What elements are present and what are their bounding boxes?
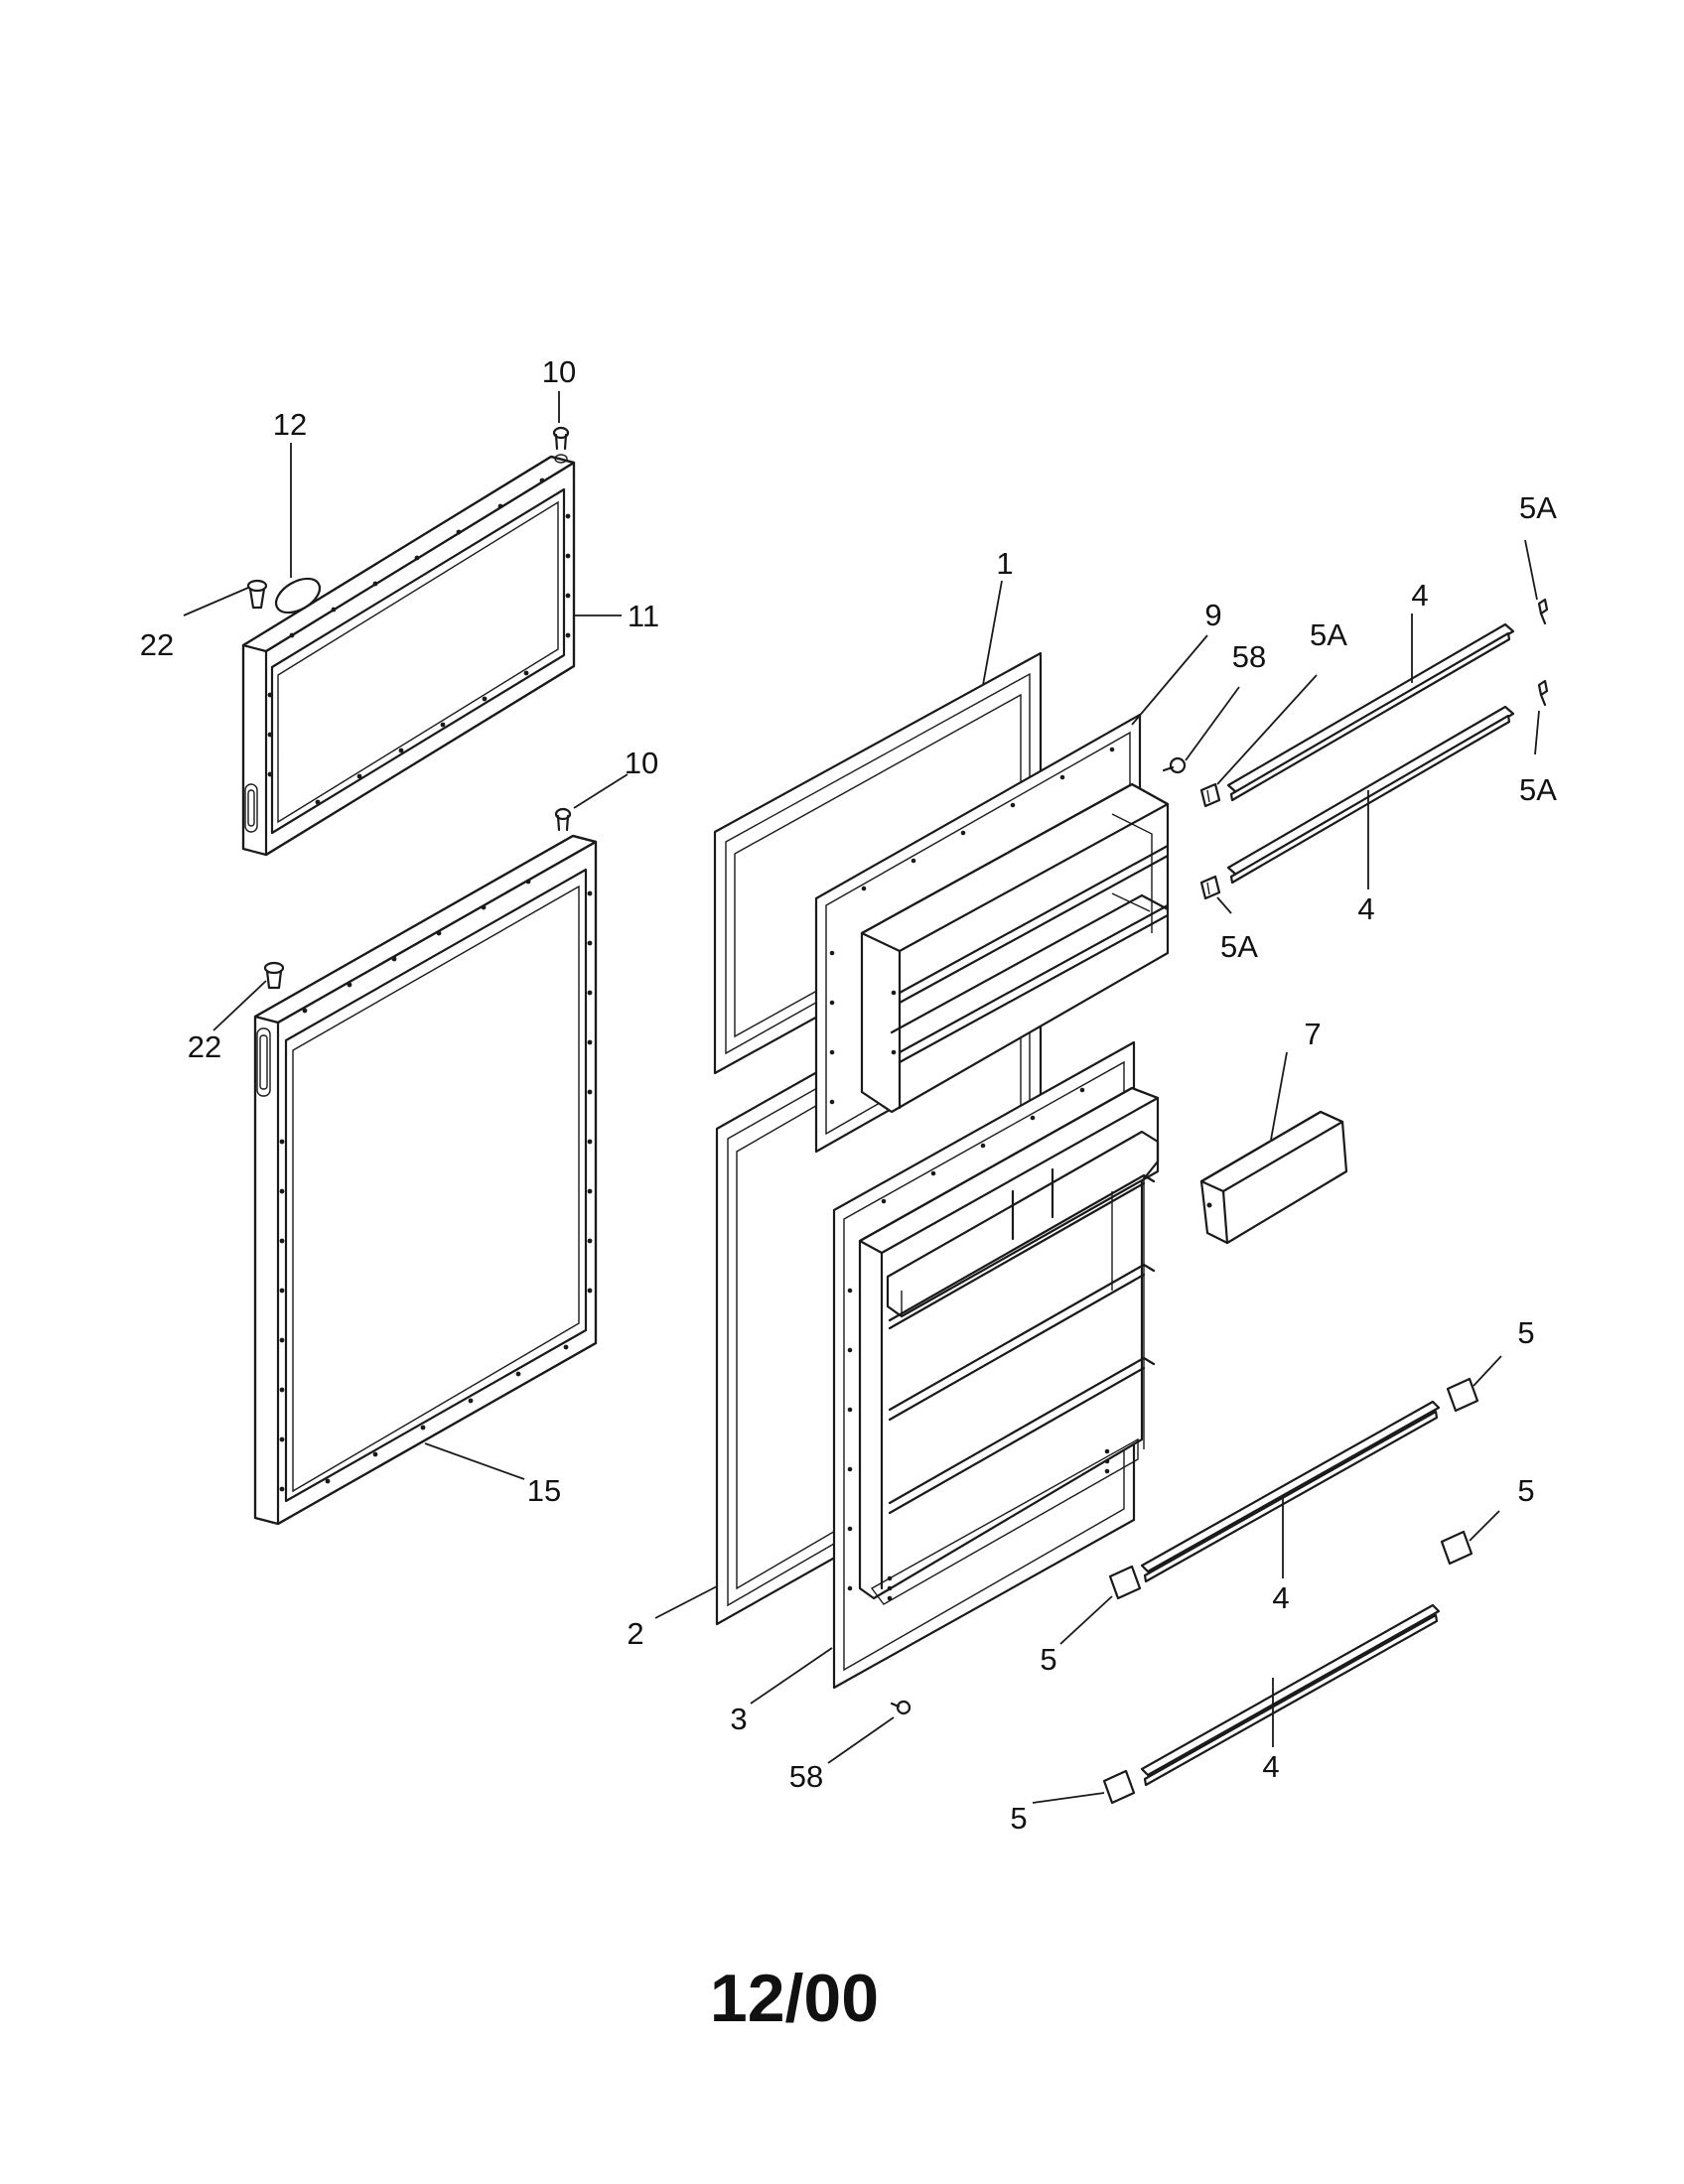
part-10-upper-hinge-pin [552,426,570,464]
callout-5-right-a: 5 [1517,1315,1534,1350]
callout-7: 7 [1304,1017,1321,1051]
callout-5A-top-right: 5A [1519,490,1557,525]
part-9-freezer-door-liner [814,713,1170,1154]
callout-4-upper-a: 4 [1411,578,1428,613]
callout-15: 15 [527,1473,561,1508]
callout-labels: 10 12 22 11 10 22 15 1 9 58 5A 4 5A 5A 4… [140,354,1558,1836]
part-4-lower-handle-trim-b [1140,1603,1441,1787]
part-5A-upper-left-cap-b [1199,875,1221,900]
part-5-lower-cap-left-a [1108,1565,1142,1600]
callout-58-upper: 58 [1232,639,1266,674]
part-5-lower-cap-right-a [1446,1377,1479,1413]
callout-10-lower: 10 [625,746,658,780]
callout-5A-right: 5A [1519,772,1557,807]
callout-58-lower: 58 [789,1759,823,1794]
part-22-lower-plug [263,961,285,990]
part-10-lower-hinge-pin [554,807,572,832]
part-11-freezer-door-outer-panel [241,455,576,857]
part-5-lower-cap-right-b [1440,1530,1474,1566]
callout-5A-mid: 5A [1310,617,1347,652]
part-58-upper-screw [1162,756,1187,774]
callout-1: 1 [996,546,1013,581]
callout-5-right-b: 5 [1517,1473,1534,1508]
part-22-upper-plug [246,579,268,610]
part-7-dairy-door [1199,1110,1348,1245]
callout-2: 2 [627,1616,643,1651]
leader-lines [183,391,1540,1804]
callout-4-upper-b: 4 [1357,891,1374,926]
callout-5-left-b: 5 [1010,1801,1027,1836]
part-5A-upper-left-cap-a [1199,782,1221,808]
callout-4-lower-a: 4 [1272,1580,1289,1615]
callout-10-upper: 10 [542,354,576,389]
callout-9: 9 [1204,598,1221,632]
part-4-upper-handle-trim-b [1226,705,1515,885]
callout-12: 12 [273,407,307,442]
callout-4-lower-b: 4 [1262,1749,1279,1784]
callout-22-upper: 22 [140,627,174,662]
part-3-fresh-food-door-liner [832,1040,1160,1690]
part-4-upper-handle-trim-a [1226,622,1515,802]
part-4-lower-handle-trim-a [1140,1400,1441,1583]
part-58-lower-screw [890,1700,912,1715]
part-12-oval-badge [274,577,322,614]
callout-22-lower: 22 [188,1029,221,1064]
part-5-lower-cap-left-b [1102,1769,1136,1805]
part-5A-upper-right-cap-b [1537,679,1549,707]
callout-5A-lower: 5A [1220,929,1258,964]
part-5A-upper-right-cap-a [1537,598,1549,625]
callout-5-left-a: 5 [1040,1642,1056,1677]
part-15-fresh-food-door-outer-panel [253,834,598,1526]
callout-11: 11 [628,599,659,633]
diagram-date-code: 12/00 [710,1961,879,2036]
callout-3: 3 [730,1702,747,1736]
